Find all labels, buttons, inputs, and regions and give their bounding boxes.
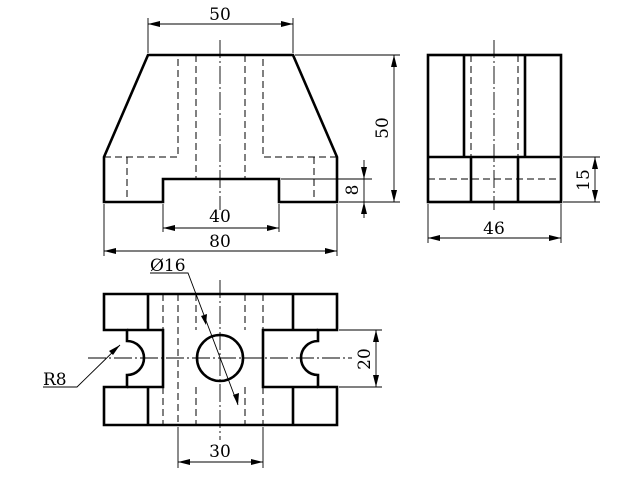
front-view-hidden-lines bbox=[104, 55, 337, 202]
top-view-centerlines bbox=[88, 280, 352, 440]
front-view-dimensions: 50 50 8 40 80 bbox=[103, 5, 400, 256]
dim-base-height-label: 15 bbox=[574, 169, 594, 191]
dim-center-width-label: 30 bbox=[209, 442, 231, 462]
side-view-inner-lines bbox=[428, 55, 561, 202]
front-view bbox=[102, 40, 339, 210]
side-view-hidden-lines bbox=[428, 55, 561, 180]
side-view-dimensions: 46 15 bbox=[427, 156, 600, 243]
top-view-outline bbox=[102, 292, 339, 427]
top-view-hidden-lines bbox=[162, 294, 264, 425]
dim-top-width-label: 50 bbox=[209, 5, 231, 25]
dim-slot-width-label: 40 bbox=[209, 207, 231, 227]
dim-notch-radius-label: R8 bbox=[43, 370, 67, 390]
dim-height-label: 50 bbox=[373, 117, 393, 139]
side-view-outline bbox=[426, 53, 563, 204]
front-view-outline bbox=[102, 53, 339, 204]
dim-total-width-label: 80 bbox=[209, 232, 231, 252]
dim-hole-diameter-label: Ø16 bbox=[150, 256, 186, 276]
dim-notch-width-label: 20 bbox=[355, 348, 375, 370]
top-view-inner-lines bbox=[127, 294, 318, 425]
dim-slot-depth-label: 8 bbox=[343, 185, 363, 196]
top-view bbox=[88, 280, 352, 440]
dim-side-width-label: 46 bbox=[483, 219, 505, 239]
top-view-dimensions: Ø16 R8 20 30 bbox=[43, 256, 382, 468]
side-view bbox=[426, 40, 563, 210]
